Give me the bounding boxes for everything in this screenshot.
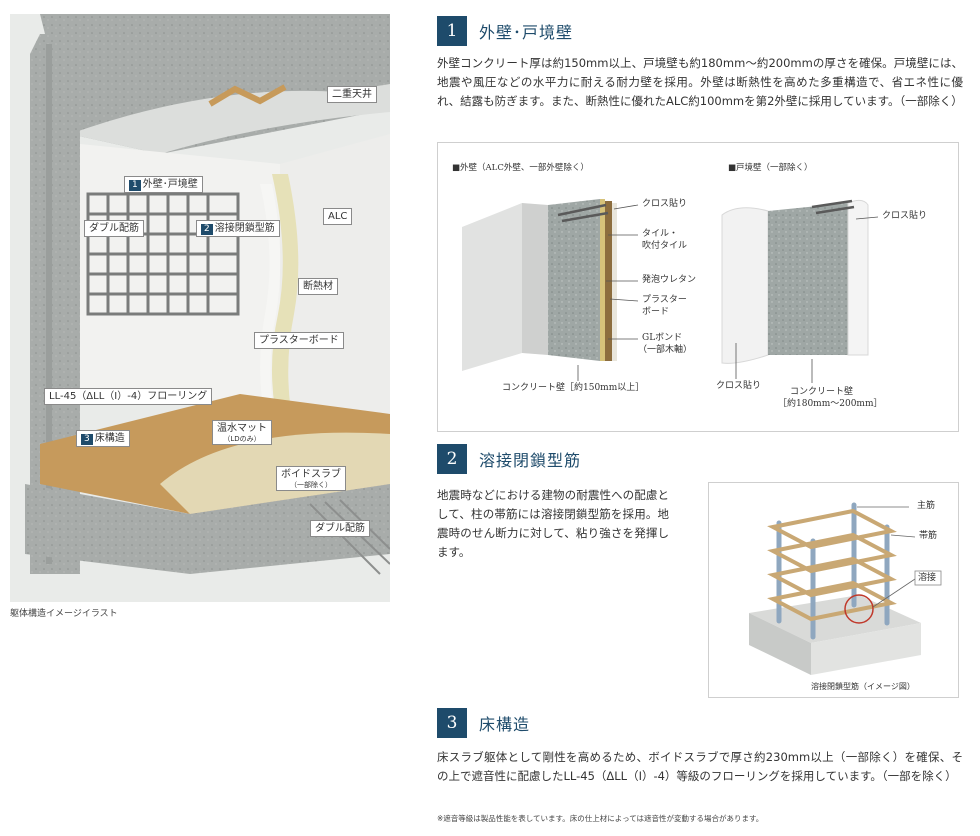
label-alc: ALC xyxy=(323,208,353,225)
label-note: （一部除く） xyxy=(290,481,332,489)
section-1-body: 外壁コンクリート厚は約150mm以上、戸境壁も約180mm～約200mmの厚さを… xyxy=(437,56,963,108)
section-number: 1 xyxy=(437,16,467,46)
section-1-heading: 1 外壁･戸境壁 xyxy=(437,16,573,46)
label-tile: タイル・ xyxy=(642,229,679,239)
label-text: 溶接閉鎖型筋 xyxy=(214,223,275,234)
label-weld: 溶接 xyxy=(918,573,937,583)
label-plaster-board: プラスターボード xyxy=(254,332,344,349)
label-text: ボイドスラブ xyxy=(281,469,341,480)
label-gl-bond-note: （一部木軸） xyxy=(638,345,693,355)
footnote: ※遮音等級は製品性能を表しています。床の仕上材によっては遮音性が変動する場合があ… xyxy=(437,814,764,823)
section-3-heading: 3 床構造 xyxy=(437,708,530,738)
label-text: 温水マット xyxy=(217,423,267,434)
label-void-slab: ボイドスラブ（一部除く） xyxy=(276,466,346,491)
welded-hoop-drawing xyxy=(749,502,942,675)
party-wall-title: ■戸境壁（一部除く） xyxy=(728,163,813,173)
label-number: 1 xyxy=(129,180,141,191)
label-hot-water-mat: 温水マット（LDのみ） xyxy=(212,420,272,445)
illustration-caption: 躯体構造イメージイラスト xyxy=(10,609,118,619)
label-cloth: クロス貼り xyxy=(642,199,688,209)
outer-wall-title: ■外壁（ALC外壁、一部外壁除く） xyxy=(452,163,589,173)
label-flooring: LL-45（ΔLL（Ⅰ）-4）フローリング xyxy=(44,388,213,405)
wall-section-figure: ■外壁（ALC外壁、一部外壁除く） ■戸境壁（一部除く） クロス貼り タイル・ … xyxy=(437,142,959,432)
label-number: 3 xyxy=(81,434,93,445)
label-number: 2 xyxy=(201,224,213,235)
label-tile-spray: 吹付タイル xyxy=(642,241,688,251)
label-text: 外壁･戸境壁 xyxy=(142,179,198,190)
label-main-bar: 主筋 xyxy=(917,501,936,511)
section-title: 溶接閉鎖型筋 xyxy=(479,451,582,470)
label-party-cloth-left: クロス貼り xyxy=(716,381,762,391)
section-2-body: 地震時などにおける建物の耐震性への配慮として、柱の帯筋には溶接閉鎖型筋を採用。地… xyxy=(437,488,669,559)
label-text: 床構造 xyxy=(94,433,125,444)
label-urethane: 発泡ウレタン xyxy=(642,275,697,285)
label-party-concrete: コンクリート壁 xyxy=(790,387,854,397)
wall-section-drawing xyxy=(462,199,879,383)
section-title: 床構造 xyxy=(479,715,531,734)
section-title: 外壁･戸境壁 xyxy=(479,23,574,42)
label-hoop: 帯筋 xyxy=(919,531,938,541)
label-outer-concrete: コンクリート壁［約150mm以上］ xyxy=(502,383,645,393)
section-3-body: 床スラブ躯体として剛性を高めるため、ボイドスラブで厚さ約230mm以上（一部除く… xyxy=(437,750,963,783)
section-2-heading: 2 溶接閉鎖型筋 xyxy=(437,444,581,474)
section-number: 3 xyxy=(437,708,467,738)
section-number: 2 xyxy=(437,444,467,474)
label-plaster-1: プラスター xyxy=(642,295,687,305)
label-party-concrete-thickness: ［約180mm～200mm］ xyxy=(778,399,883,409)
welded-hoop-figure: 主筋 帯筋 溶接 溶接閉鎖型筋（イメージ図） xyxy=(708,482,959,698)
label-double-ceiling: 二重天井 xyxy=(327,86,377,103)
label-double-rebar-wall: ダブル配筋 xyxy=(84,220,144,237)
label-note: （LDのみ） xyxy=(223,435,261,443)
label-plaster-2: ボード xyxy=(642,307,670,317)
rebar-figure-caption: 溶接閉鎖型筋（イメージ図） xyxy=(811,682,915,691)
label-gl-bond: GLボンド xyxy=(642,333,683,343)
label-insulation: 断熱材 xyxy=(298,278,338,295)
label-party-cloth-right: クロス貼り xyxy=(882,211,928,221)
label-double-rebar-slab: ダブル配筋 xyxy=(310,520,370,537)
